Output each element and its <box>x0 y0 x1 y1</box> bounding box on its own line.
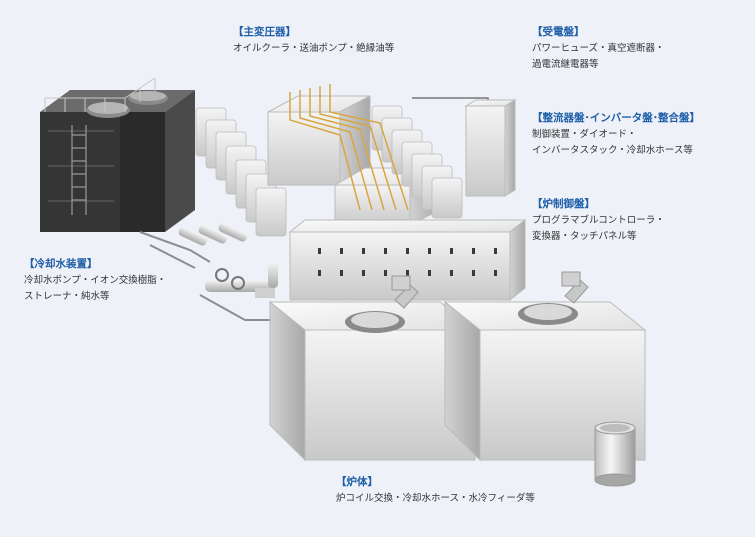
ladder <box>71 125 87 215</box>
label-line: 制御装置・ダイオード・ <box>532 129 637 140</box>
furnace-control-panel <box>288 218 527 302</box>
label-cooling-unit: 【冷却水装置】 冷却水ポンプ・イオン交換樹脂・ ストレーナ・純水等 <box>24 256 166 305</box>
label-title: 【整流器盤･インバータ盤･整合盤】 <box>532 112 700 124</box>
label-rectifier-panel: 【整流器盤･インバータ盤･整合盤】 制御装置・ダイオード・ インバータスタック・… <box>532 110 700 159</box>
label-line: インバータスタック・冷却水ホース等 <box>532 145 693 156</box>
label-line: 炉コイル交換・冷却水ホース・水冷フィーダ等 <box>336 493 535 504</box>
label-line: 過電流継電器等 <box>532 59 599 70</box>
busbars <box>289 84 409 211</box>
furnace-left <box>268 275 477 462</box>
railing <box>44 77 156 112</box>
label-receiving-panel: 【受電盤】 パワーヒューズ・真空遮断器・ 過電流継電器等 <box>532 24 665 73</box>
pump-valves <box>205 262 278 298</box>
label-title: 【冷却水装置】 <box>24 258 98 270</box>
label-main-transformer: 【主変圧器】 オイルクーラ・送油ポンプ・絶縁油等 <box>233 24 394 57</box>
label-line: パワーヒューズ・真空遮断器・ <box>532 43 665 54</box>
label-furnace-control: 【炉制御盤】 プログラマブルコントローラ・ 変換器・タッチパネル等 <box>532 196 665 245</box>
cooling-tower <box>40 77 195 232</box>
label-line: プログラマブルコントローラ・ <box>532 215 665 226</box>
label-line: 変換器・タッチパネル等 <box>532 231 637 242</box>
label-title: 【受電盤】 <box>532 26 585 38</box>
receiving-panel <box>412 97 517 197</box>
cylinder-container <box>594 421 636 487</box>
label-line: 冷却水ポンプ・イオン交換樹脂・ <box>24 275 167 286</box>
label-title: 【主変圧器】 <box>233 26 296 38</box>
label-title: 【炉制御盤】 <box>532 198 595 210</box>
label-furnace-body: 【炉体】 炉コイル交換・冷却水ホース・水冷フィーダ等 <box>336 474 535 507</box>
main-transformer <box>195 84 463 237</box>
label-line: ストレーナ・純水等 <box>24 291 110 302</box>
label-title: 【炉体】 <box>336 476 378 488</box>
pipe-filters <box>178 223 247 246</box>
label-line: オイルクーラ・送油ポンプ・絶縁油等 <box>233 43 395 54</box>
